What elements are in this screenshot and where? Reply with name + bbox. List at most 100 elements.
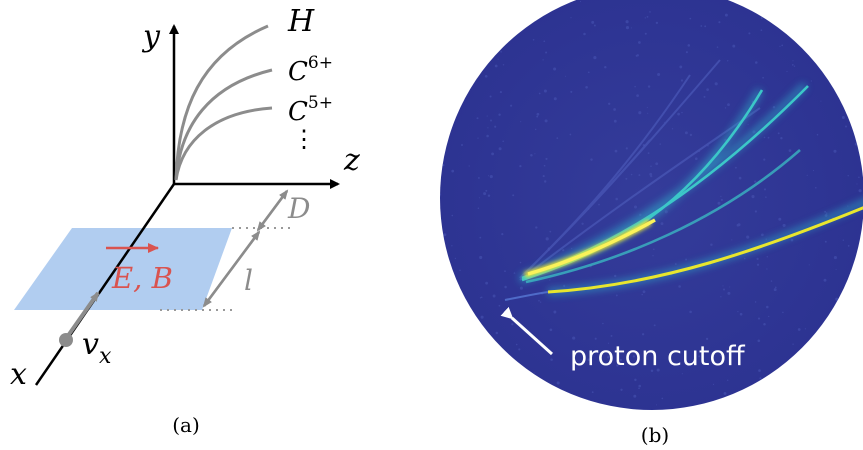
noise-speck bbox=[782, 311, 784, 314]
noise-speck bbox=[553, 97, 557, 101]
noise-speck bbox=[620, 388, 623, 391]
noise-speck bbox=[442, 164, 445, 167]
noise-speck bbox=[716, 46, 719, 48]
noise-speck bbox=[479, 255, 483, 260]
noise-speck bbox=[445, 322, 449, 326]
trace-h bbox=[174, 24, 269, 181]
noise-speck bbox=[806, 174, 808, 176]
noise-speck bbox=[763, 158, 766, 161]
noise-speck bbox=[770, 15, 772, 17]
noise-speck bbox=[778, 217, 782, 221]
noise-speck bbox=[517, 13, 520, 15]
noise-speck bbox=[500, 50, 502, 53]
noise-speck bbox=[841, 326, 843, 329]
noise-speck bbox=[495, 331, 499, 335]
noise-speck bbox=[793, 65, 796, 67]
noise-speck bbox=[703, 95, 706, 98]
noise-speck bbox=[850, 364, 853, 367]
noise-speck bbox=[515, 343, 518, 346]
noise-speck bbox=[636, 94, 639, 97]
noise-speck bbox=[440, 83, 444, 88]
noise-speck bbox=[520, 121, 522, 123]
noise-speck bbox=[816, 133, 819, 136]
noise-speck bbox=[854, 142, 858, 146]
noise-speck bbox=[657, 72, 661, 77]
noise-speck bbox=[544, 180, 547, 183]
noise-speck bbox=[471, 35, 474, 37]
noise-speck bbox=[446, 65, 449, 68]
noise-speck bbox=[442, 306, 445, 309]
noise-speck bbox=[739, 400, 741, 402]
noise-speck bbox=[634, 205, 637, 209]
noise-speck bbox=[473, 13, 477, 17]
noise-speck bbox=[616, 364, 619, 367]
noise-speck bbox=[700, 25, 703, 27]
noise-speck bbox=[583, 32, 586, 36]
noise-speck bbox=[743, 257, 746, 260]
noise-speck bbox=[739, 312, 743, 316]
noise-speck bbox=[644, 17, 646, 19]
noise-speck bbox=[761, 233, 764, 237]
noise-speck bbox=[446, 319, 449, 322]
noise-speck bbox=[641, 293, 643, 296]
noise-speck bbox=[638, 174, 641, 177]
noise-speck bbox=[613, 274, 617, 278]
noise-speck bbox=[689, 17, 692, 20]
noise-speck bbox=[659, 143, 661, 145]
noise-speck bbox=[461, 359, 463, 361]
noise-speck bbox=[760, 29, 763, 32]
noise-speck bbox=[766, 305, 769, 309]
noise-speck bbox=[720, 198, 723, 201]
noise-speck bbox=[836, 92, 840, 96]
noise-speck bbox=[644, 32, 647, 35]
noise-speck bbox=[534, 153, 536, 155]
noise-speck bbox=[451, 214, 454, 217]
noise-speck bbox=[710, 243, 713, 246]
noise-speck bbox=[512, 194, 515, 197]
noise-speck bbox=[824, 71, 828, 75]
noise-speck bbox=[479, 297, 482, 299]
noise-speck bbox=[649, 11, 651, 13]
trace-proton bbox=[547, 203, 863, 294]
noise-speck bbox=[737, 311, 739, 313]
axis-x-label: x bbox=[10, 357, 27, 392]
noise-speck bbox=[479, 236, 482, 239]
noise-speck bbox=[781, 44, 784, 47]
noise-speck bbox=[613, 108, 616, 111]
noise-speck bbox=[758, 369, 761, 372]
noise-speck bbox=[579, 1, 582, 3]
noise-speck bbox=[492, 294, 496, 298]
noise-speck bbox=[451, 245, 453, 247]
noise-speck bbox=[698, 355, 701, 358]
noise-speck bbox=[830, 59, 832, 62]
noise-speck bbox=[604, 65, 607, 69]
noise-speck bbox=[815, 387, 818, 390]
proton-cutoff-arrow bbox=[500, 306, 554, 356]
noise-speck bbox=[848, 323, 853, 328]
noise-speck bbox=[446, 97, 450, 101]
noise-speck bbox=[450, 78, 453, 81]
noise-speck bbox=[449, 125, 452, 127]
caption-b: (b) bbox=[641, 423, 669, 447]
noise-speck bbox=[563, 284, 566, 287]
noise-speck bbox=[767, 136, 770, 139]
noise-speck bbox=[480, 296, 483, 299]
noise-speck bbox=[821, 33, 824, 35]
noise-speck bbox=[556, 381, 560, 385]
noise-speck bbox=[449, 338, 451, 340]
noise-speck bbox=[858, 301, 862, 305]
noise-speck bbox=[447, 403, 450, 405]
noise-speck bbox=[615, 197, 618, 201]
panel-a: y z x H C6+ C5+ ⋮ D l E, B vx (a) bbox=[10, 4, 360, 437]
dim-d-arrow-back bbox=[256, 189, 289, 231]
noise-speck bbox=[627, 359, 630, 362]
noise-speck bbox=[593, 24, 596, 27]
noise-speck bbox=[835, 268, 837, 270]
noise-speck bbox=[608, 102, 611, 105]
axis-z-label: z bbox=[343, 143, 360, 178]
noise-speck bbox=[851, 23, 855, 27]
noise-speck bbox=[853, 63, 855, 66]
noise-speck bbox=[590, 158, 593, 161]
noise-speck bbox=[724, 107, 727, 109]
beam-arrow bbox=[63, 291, 100, 342]
